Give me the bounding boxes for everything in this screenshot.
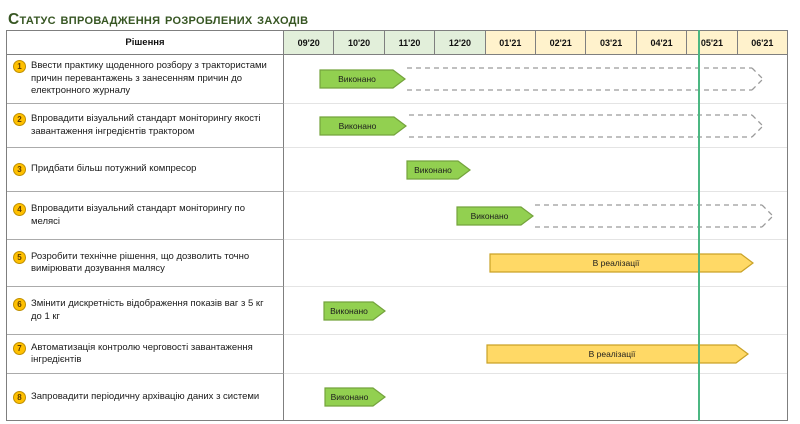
gantt-row-chart: В реалізації: [284, 240, 787, 287]
gantt-bar-done: Виконано: [456, 205, 534, 226]
task-cell: 7 Автоматизація контролю черговості заван…: [7, 335, 284, 374]
task-cell: 3 Придбати більш потужний компресор: [7, 148, 284, 192]
task-label: Придбати більш потужний компресор: [31, 163, 197, 174]
gantt-dashed-extension: [535, 203, 774, 228]
gantt-bar-label: Виконано: [414, 165, 452, 175]
today-line: [698, 30, 700, 421]
gantt-row-6: 6 Змінити дискретність відображення показ…: [7, 287, 787, 335]
gantt-row-7: 7 Автоматизація контролю черговості заван…: [7, 335, 787, 374]
task-inner: 4 Впровадити візуальний стандарт монітори…: [13, 203, 273, 228]
gantt-row-chart: Виконано: [284, 104, 787, 148]
month-header-03-21: 03'21: [586, 31, 637, 54]
month-header-09-20: 09'20: [284, 31, 335, 54]
page-title: Статус впровадження розроблених заходів: [8, 11, 309, 29]
gantt-bar-inprogress: В реалізації: [489, 253, 754, 273]
row-number-badge: 3: [13, 163, 26, 176]
task-cell: 5 Розробити технічне рішення, що дозволит…: [7, 240, 284, 287]
gantt-row-2: 2 Впровадити візуальний стандарт монітори…: [7, 104, 787, 148]
task-label: Автоматизація контролю черговості завант…: [31, 341, 253, 366]
gantt-row-chart: Виконано: [284, 192, 787, 240]
gantt-bar-label: В реалізації: [593, 258, 640, 268]
gantt-dashed-extension: [409, 113, 764, 138]
gantt-bar-label: Виконано: [339, 121, 377, 131]
task-inner: 5 Розробити технічне рішення, що дозволит…: [13, 250, 273, 276]
task-label: Змінити дискретність відображення показі…: [31, 298, 264, 322]
month-header-02-21: 02'21: [536, 31, 587, 54]
gantt-dashed-extension: [407, 67, 764, 91]
month-header-05-21: 05'21: [687, 31, 738, 54]
task-column-header: Рішення: [7, 31, 284, 54]
task-inner: 7 Автоматизація контролю черговості заван…: [13, 341, 273, 367]
task-label: Розробити технічне рішення, що дозволить…: [31, 250, 250, 275]
month-header-11-20: 11'20: [384, 31, 436, 54]
task-inner: 2 Впровадити візуальний стандарт монітори…: [13, 113, 273, 138]
task-inner: 3 Придбати більш потужний компресор: [13, 163, 273, 176]
month-header-12-20: 12'20: [435, 31, 486, 54]
month-header-04-21: 04'21: [636, 31, 688, 54]
task-cell: 8 Запровадити періодичну архівацію даних …: [7, 374, 284, 420]
gantt-bar-label: Виконано: [471, 211, 509, 221]
task-inner: 8 Запровадити періодичну архівацію даних …: [13, 390, 273, 404]
gantt-row-8: 8 Запровадити періодичну архівацію даних …: [7, 374, 787, 420]
gantt-row-1: 1 Ввести практику щоденного розбору з тра…: [7, 55, 787, 104]
task-inner: 6 Змінити дискретність відображення показ…: [13, 298, 273, 323]
gantt-row-chart: В реалізації: [284, 335, 787, 374]
gantt-bar-inprogress: В реалізації: [486, 344, 749, 364]
gantt-bar-label: Виконано: [331, 392, 369, 402]
task-label: Ввести практику щоденного розбору з трак…: [31, 60, 267, 97]
row-number-badge: 2: [13, 113, 26, 126]
gantt-bar-label: В реалізації: [589, 349, 636, 359]
task-inner: 1 Ввести практику щоденного розбору з тра…: [13, 60, 273, 98]
row-number-badge: 4: [13, 203, 26, 216]
gantt-bar-done: Виконано: [323, 300, 386, 321]
task-cell: 6 Змінити дискретність відображення показ…: [7, 287, 284, 335]
task-label: Впровадити візуальний стандарт моніторин…: [31, 203, 245, 227]
gantt-row-chart: Виконано: [284, 287, 787, 335]
gantt-row-chart: Виконано: [284, 374, 787, 420]
row-number-badge: 1: [13, 60, 26, 74]
gantt-row-chart: Виконано: [284, 55, 787, 104]
task-label: Запровадити періодичну архівацію даних з…: [31, 390, 260, 402]
gantt-row-chart: Виконано: [284, 148, 787, 192]
row-number-badge: 5: [13, 250, 26, 264]
month-header-01-21: 01'21: [485, 31, 537, 54]
task-cell: 2 Впровадити візуальний стандарт монітори…: [7, 104, 284, 148]
task-cell: 4 Впровадити візуальний стандарт монітори…: [7, 192, 284, 240]
gantt-row-5: 5 Розробити технічне рішення, що дозволит…: [7, 240, 787, 287]
gantt-row-4: 4 Впровадити візуальний стандарт монітори…: [7, 192, 787, 240]
gantt-bar-done: Виконано: [324, 387, 386, 407]
gantt-bar-label: Виконано: [338, 74, 376, 84]
month-header-10-20: 10'20: [334, 31, 385, 54]
row-number-badge: 8: [13, 390, 26, 404]
row-number-badge: 6: [13, 298, 26, 311]
gantt-row-3: 3 Придбати більш потужний компресор Викона…: [7, 148, 787, 192]
gantt-bar-label: Виконано: [330, 306, 368, 316]
gantt-rows: 1 Ввести практику щоденного розбору з тра…: [7, 55, 787, 420]
task-cell: 1 Ввести практику щоденного розбору з тра…: [7, 55, 284, 104]
row-number-badge: 7: [13, 341, 26, 355]
task-label: Впровадити візуальний стандарт моніторин…: [31, 113, 261, 137]
gantt-bar-done: Виконано: [319, 69, 406, 89]
gantt-bar-done: Виконано: [406, 159, 471, 180]
month-header-06-21: 06'21: [737, 31, 788, 54]
gantt-bar-done: Виконано: [319, 115, 407, 136]
